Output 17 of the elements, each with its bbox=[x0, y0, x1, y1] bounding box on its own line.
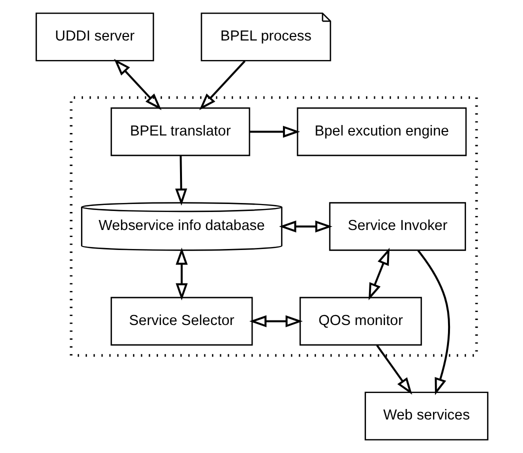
node-box: Service Invoker bbox=[328, 202, 466, 251]
arrow bbox=[249, 126, 300, 138]
arrow bbox=[198, 60, 246, 110]
node-box: Bpel excution engine bbox=[296, 107, 466, 156]
node-box: QOS monitor bbox=[299, 296, 422, 346]
arrow bbox=[278, 220, 332, 232]
node-box: Web services bbox=[364, 392, 488, 440]
node-box: UDDI server bbox=[35, 12, 154, 62]
arrow bbox=[416, 250, 450, 396]
arrow bbox=[368, 248, 390, 300]
node-box: Service Selector bbox=[110, 296, 252, 346]
arrow bbox=[174, 156, 187, 206]
arrow bbox=[175, 248, 188, 300]
arrow bbox=[248, 315, 302, 328]
node-box: BPEL translator bbox=[110, 107, 250, 156]
arrow bbox=[113, 58, 162, 110]
cluster bbox=[69, 96, 478, 357]
